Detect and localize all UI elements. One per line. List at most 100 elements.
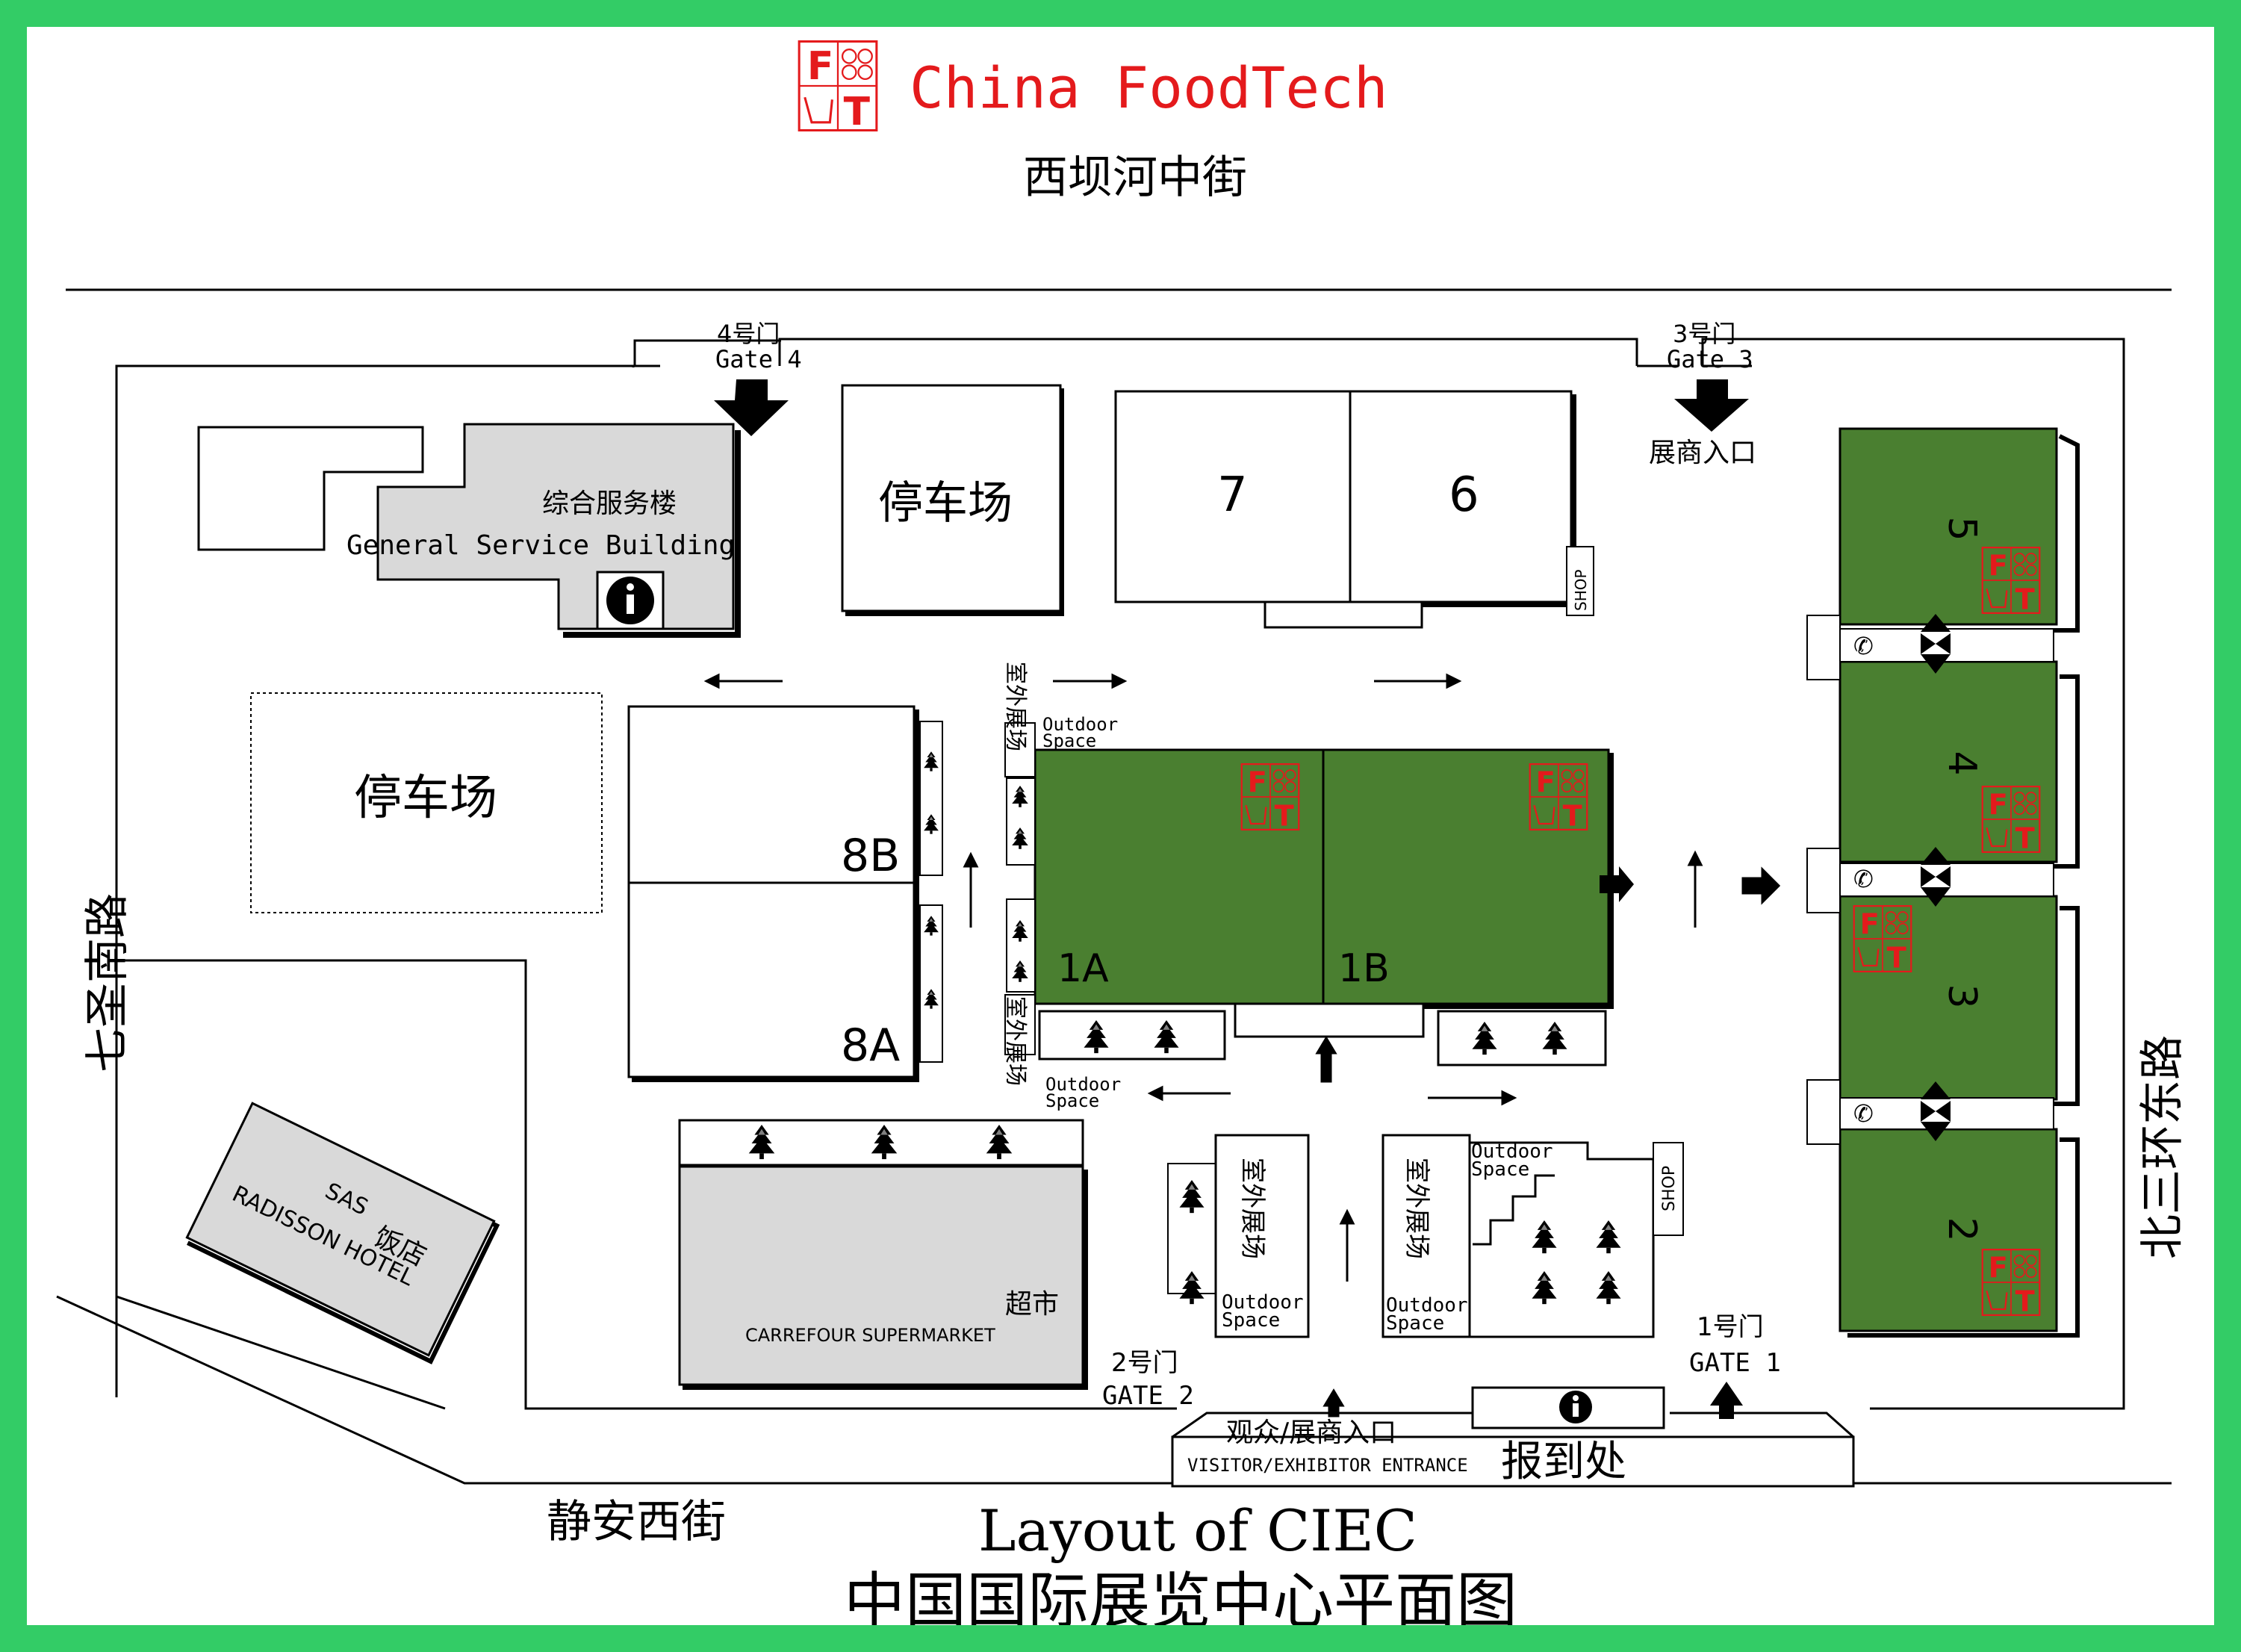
parking-north[interactable]: 停车场: [841, 384, 1064, 616]
gate-2[interactable]: 2号门 GATE 2: [1102, 1348, 1194, 1411]
street-east: 北三环东路: [2136, 1035, 2189, 1259]
outdoor-cn-label: 室外展场: [1402, 1158, 1432, 1259]
hall-1-annex: [1234, 1002, 1425, 1038]
gate-1[interactable]: 1号门 GATE 1: [1689, 1312, 1781, 1419]
brand-logo: [798, 40, 878, 131]
east-hall-connectors: ✆ ✆ ✆: [1806, 614, 2054, 1145]
gate4-opening: [609, 339, 781, 367]
double-arrow-icon: [1936, 866, 1951, 887]
hall-4[interactable]: 4: [1839, 660, 2080, 869]
hall-1b-label: 1B: [1338, 946, 1390, 991]
outdoor-en-line2: Space: [1042, 730, 1096, 751]
arrow-icon: [703, 673, 783, 689]
hall-3-label: 3: [1939, 984, 1984, 1008]
gate-3[interactable]: 3号门 Gate 3 展商入口: [1649, 320, 1756, 468]
outdoor-cn-label: 室外展场: [1002, 662, 1028, 751]
double-arrow-icon: [1921, 1101, 1936, 1122]
double-arrow-icon: [1921, 887, 1951, 907]
arrow-icon: [1428, 1090, 1517, 1106]
gate3-en-label: Gate 3: [1667, 345, 1753, 373]
street-south: 静安西街: [547, 1496, 726, 1548]
outdoor-en-line2: Space: [1471, 1158, 1529, 1181]
gate3-cn-label: 3号门: [1673, 320, 1735, 348]
registration-booth[interactable]: [1471, 1386, 1665, 1429]
hall-1b[interactable]: 1B: [1322, 748, 1634, 1009]
hall-5[interactable]: 5: [1839, 427, 2080, 633]
hall-1a[interactable]: 1A: [1034, 748, 1325, 1005]
outdoor-en-line1: Outdoor: [1222, 1291, 1304, 1314]
title-en: Layout of CIEC: [978, 1497, 1417, 1564]
outdoor-en-line2: Space: [1386, 1312, 1444, 1335]
hall-8b[interactable]: 8B: [627, 705, 916, 884]
hall-2-label: 2: [1939, 1217, 1984, 1241]
arrow-icon: [1374, 673, 1462, 689]
gate4-en-label: Gate 4: [715, 345, 802, 373]
outdoor-space-hall1-north[interactable]: 室外展场 Outdoor Space: [1002, 662, 1118, 777]
hall-6-shop-label: SHOP: [1572, 569, 1590, 611]
hall-8-tree-strip: [919, 721, 943, 1063]
hall-7-label: 7: [1217, 468, 1248, 523]
arrow-icon: [1053, 673, 1128, 689]
phone-icon: ✆: [1853, 865, 1874, 893]
gate3-arrow-icon: [1674, 379, 1749, 432]
phone-icon: ✆: [1853, 632, 1874, 660]
outdoor-en-line1: Outdoor: [1471, 1140, 1553, 1163]
double-arrow-icon: [1921, 1081, 1951, 1099]
outdoor-south-east[interactable]: 室外展场 Outdoor Space Outdoor Space SHOP: [1381, 1134, 1684, 1338]
hall-3[interactable]: 3: [1839, 895, 2080, 1106]
brand-header: China FoodTech: [798, 40, 1388, 131]
gate-4[interactable]: 4号门 Gate 4: [714, 320, 802, 436]
registration-info-icon[interactable]: [1559, 1391, 1592, 1423]
arrow-icon: [1687, 850, 1703, 928]
hall-1b-arrow-icon: [1600, 866, 1634, 902]
hall-6[interactable]: 6 SHOP: [1349, 390, 1594, 616]
gate2-cn-label: 2号门: [1111, 1348, 1178, 1378]
outdoor-hall1-east-trees: [1437, 1010, 1607, 1066]
gate4-cn-label: 4号门: [717, 320, 780, 348]
radisson-hotel[interactable]: SAS RADISSON HOTEL 饭店: [185, 1102, 500, 1364]
double-arrow-icon: [1921, 1122, 1951, 1141]
flow-arrows: [703, 673, 1781, 1417]
double-arrow-icon: [1921, 654, 1951, 674]
service-building-cn-label: 综合服务楼: [542, 488, 677, 519]
visitor-entrance-en-label: VISITOR/EXHIBITOR ENTRANCE: [1187, 1455, 1468, 1476]
map-frame: F T China FoodTech 西坝河中街: [27, 27, 2214, 1637]
hall-8b-label: 8B: [841, 830, 900, 882]
arrow-icon: [1741, 866, 1781, 905]
gate2-en-label: GATE 2: [1102, 1381, 1194, 1411]
south-shop-label: SHOP: [1660, 1166, 1679, 1211]
general-service-building[interactable]: 综合服务楼 General Service Building: [197, 423, 741, 638]
double-arrow-icon: [1936, 1101, 1951, 1122]
outdoor-space-hall1-south[interactable]: 室外展场 Outdoor Space: [1002, 994, 1226, 1111]
hall-2[interactable]: 2: [1839, 1128, 2080, 1338]
visitor-entrance[interactable]: 观众/展商入口 VISITOR/EXHIBITOR ENTRANCE 报到处: [1171, 1412, 1855, 1488]
hall-6-shop[interactable]: [1566, 546, 1594, 616]
street-west: 七圣南路: [81, 893, 134, 1072]
phone-icon: ✆: [1853, 1099, 1874, 1128]
arrow-icon: [963, 851, 979, 928]
street-north: 西坝河中街: [1023, 152, 1247, 204]
service-info-icon[interactable]: [596, 571, 665, 630]
supermarket[interactable]: 超市 CARREFOUR SUPERMARKET: [678, 1119, 1088, 1390]
double-arrow-icon: [1921, 614, 1951, 632]
outdoor-en-line2: Space: [1222, 1309, 1280, 1332]
supermarket-cn-label: 超市: [1005, 1289, 1059, 1320]
south-shop[interactable]: [1653, 1142, 1684, 1236]
outdoor-south-west[interactable]: 室外展场 Outdoor Space: [1167, 1134, 1310, 1338]
gate1-cn-label: 1号门: [1697, 1312, 1764, 1342]
exhibitor-entrance-label: 展商入口: [1649, 438, 1756, 468]
parking-west[interactable]: 停车场: [250, 692, 603, 913]
hall-8a[interactable]: 8A: [627, 709, 919, 1082]
visitor-entrance-cn-label: 观众/展商入口: [1226, 1417, 1396, 1448]
double-arrow-icon: [1921, 847, 1951, 865]
gate4-arrow-icon: [714, 379, 789, 436]
supermarket-en-label: CARREFOUR SUPERMARKET: [745, 1325, 995, 1346]
outdoor-cn-label: 室外展场: [1002, 996, 1028, 1086]
service-building-en-label: General Service Building: [346, 530, 735, 561]
double-arrow-icon: [1921, 633, 1936, 654]
hall-7[interactable]: 7: [1114, 390, 1352, 603]
hall-5-label: 5: [1939, 516, 1984, 541]
outdoor-en-line1: Outdoor: [1386, 1294, 1468, 1317]
hall-1a-label: 1A: [1057, 946, 1109, 991]
parking-west-label: 停车场: [354, 771, 497, 826]
